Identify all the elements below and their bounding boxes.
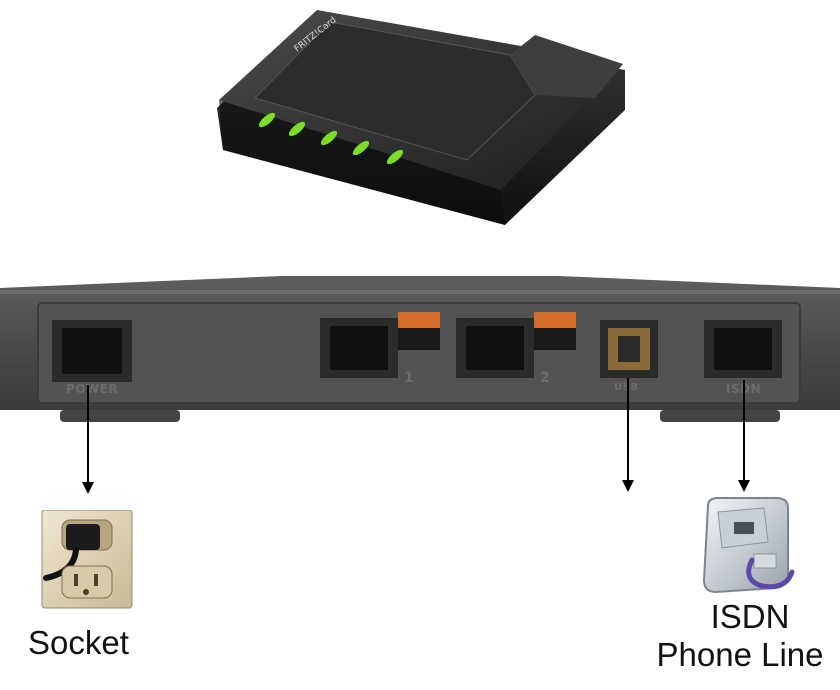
port-label-fon1: 1	[404, 370, 415, 386]
isdn-wall-jack-icon	[694, 494, 800, 600]
port-label-power: POWER	[66, 382, 119, 396]
port-label-fon2: 2	[540, 370, 551, 386]
led-row	[258, 112, 404, 165]
router-back-panel: POWER 1 2 USB ISDN	[0, 270, 840, 430]
port-label-usb: USB	[614, 382, 639, 393]
wall-socket-icon	[36, 510, 136, 610]
socket-label: Socket	[28, 624, 129, 661]
isdn-label-line2: Phone Line	[656, 636, 824, 673]
isdn-label-line1: ISDN	[710, 598, 790, 635]
router-top-view: FRITZ!Card	[205, 0, 635, 235]
